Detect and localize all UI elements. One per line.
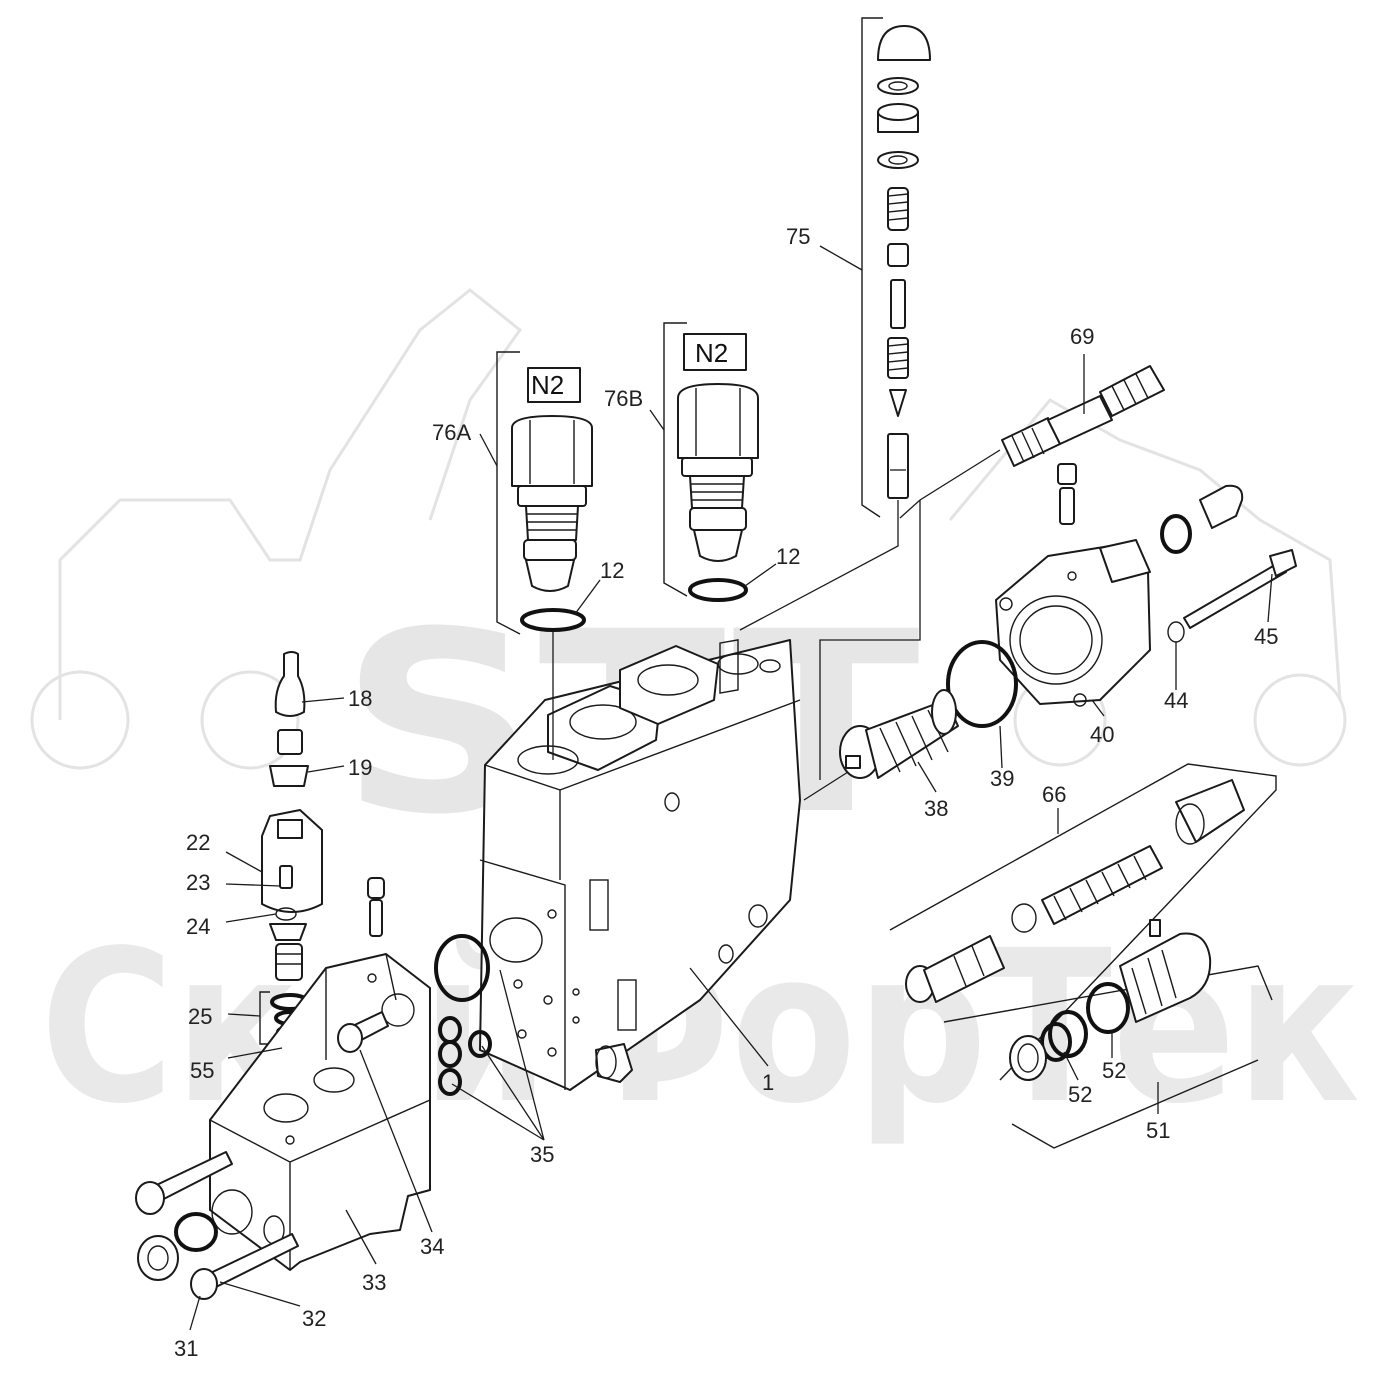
n2-tag-b: N2 (695, 338, 728, 368)
callout-44: 44 (1164, 688, 1188, 713)
callout-38: 38 (924, 796, 948, 821)
callout-32: 32 (302, 1306, 326, 1331)
callout-25: 25 (188, 1004, 212, 1029)
part-66-spool (889, 763, 1277, 1081)
callout-69: 69 (1070, 324, 1094, 349)
callout-18: 18 (348, 686, 372, 711)
callout-23: 23 (186, 870, 210, 895)
part-51-cartridge-group (943, 919, 1273, 1149)
part-40-cover (946, 463, 1297, 728)
callout-labels: 75 69 76B 76A 12 12 18 19 22 23 24 25 55… (174, 224, 1278, 1361)
callout-34: 34 (420, 1234, 444, 1259)
callout-40: 40 (1090, 722, 1114, 747)
n2-tag-box-a (527, 367, 581, 403)
callout-75: 75 (786, 224, 810, 249)
part-76a-cartridge: N2 (496, 351, 593, 760)
callout-24: 24 (186, 914, 210, 939)
callout-12-b: 12 (776, 544, 800, 569)
part-75-adjuster-stack (861, 17, 931, 518)
n2-tag-box-b (683, 333, 747, 371)
part-18-25-solenoid-stack (259, 651, 385, 1054)
callout-35: 35 (530, 1142, 554, 1167)
callout-12-a: 12 (600, 558, 624, 583)
callout-52-a: 52 (1068, 1082, 1092, 1107)
part-76b-cartridge: N2 (663, 322, 759, 602)
callout-33: 33 (362, 1270, 386, 1295)
callout-51: 51 (1146, 1118, 1170, 1143)
callout-76a: 76A (432, 420, 471, 445)
callout-52-b: 52 (1102, 1058, 1126, 1083)
callout-1: 1 (762, 1070, 774, 1095)
callout-66: 66 (1042, 782, 1066, 807)
part-38-spring-assembly (839, 689, 959, 779)
callout-55: 55 (190, 1058, 214, 1083)
callout-19: 19 (348, 755, 372, 780)
n2-tag-a: N2 (531, 370, 564, 400)
part-69-check-valve (1001, 365, 1165, 467)
callout-76b: 76B (604, 386, 643, 411)
callout-45: 45 (1254, 624, 1278, 649)
callout-22: 22 (186, 830, 210, 855)
part-1-valve-body (479, 639, 801, 1091)
part-33-auxiliary-block (135, 934, 492, 1300)
callout-31: 31 (174, 1336, 198, 1361)
callout-39: 39 (990, 766, 1014, 791)
leader-lines (189, 245, 1273, 1331)
